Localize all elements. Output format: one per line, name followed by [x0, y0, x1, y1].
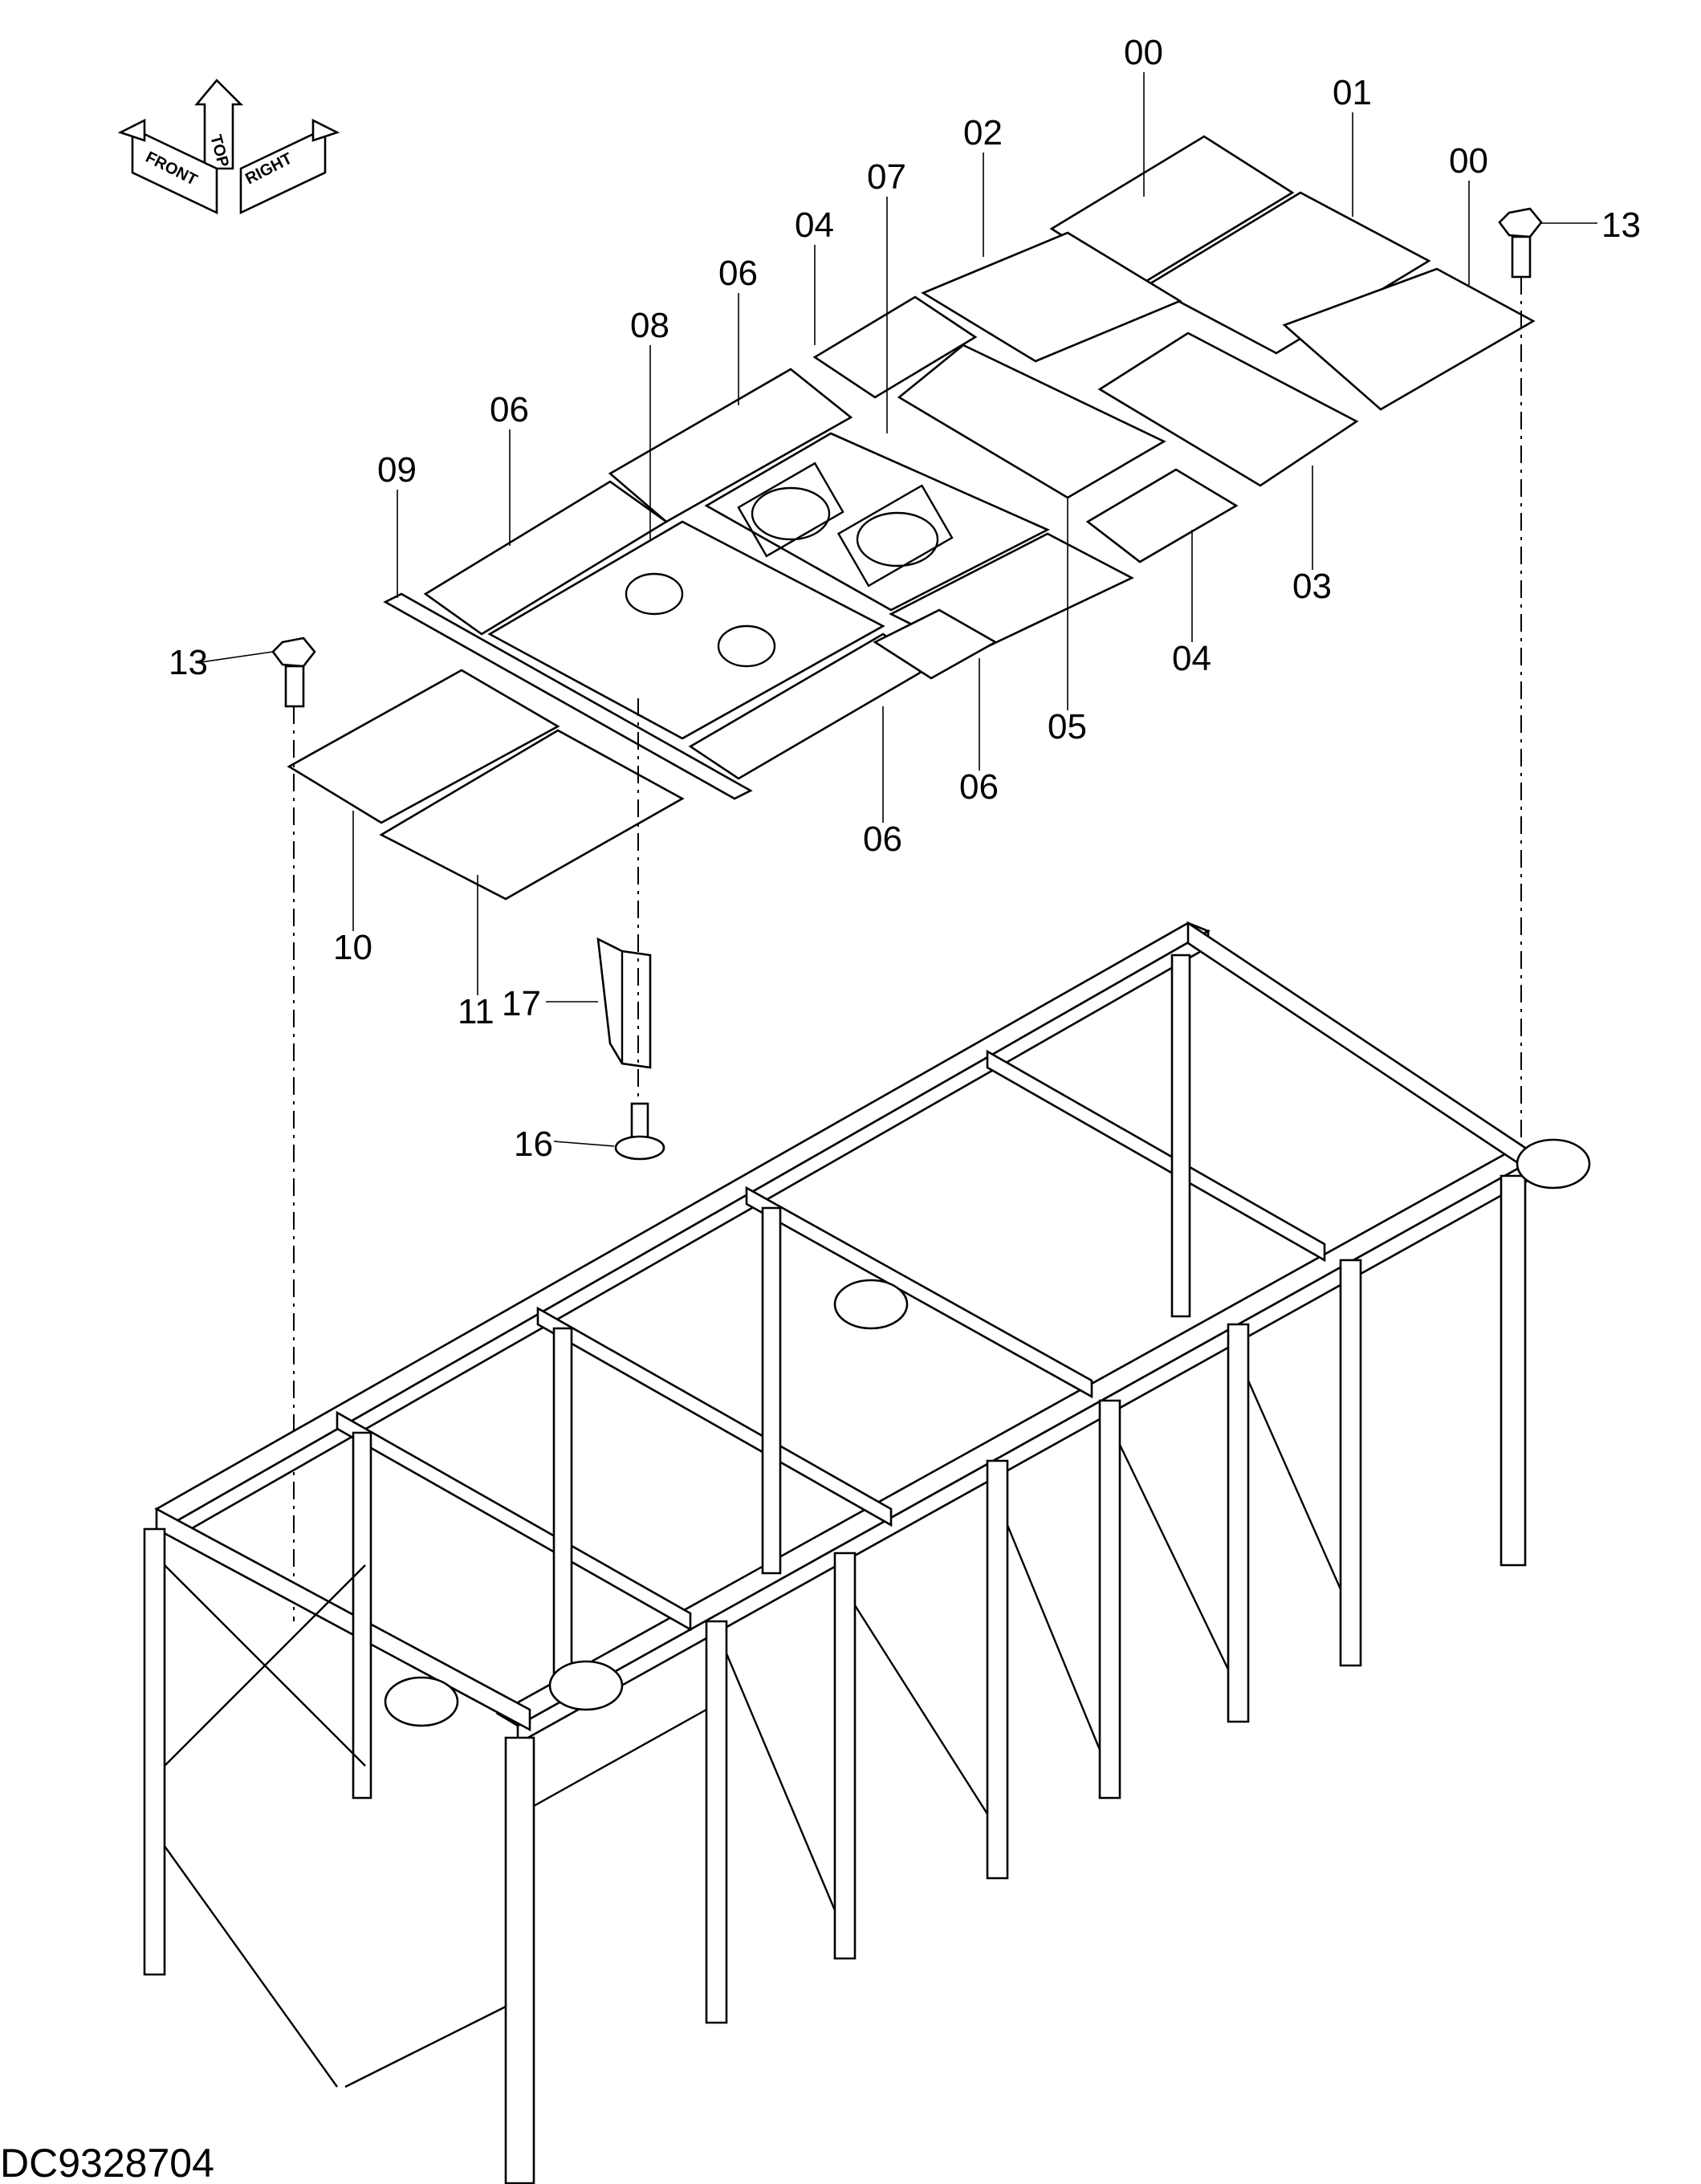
hook-plate-1 [384, 1676, 459, 1727]
label-13-left: 13 [169, 643, 208, 682]
label-08: 08 [630, 306, 669, 345]
label-04-lower: 04 [1172, 639, 1211, 678]
label-06-upper: 06 [718, 254, 758, 293]
panel-06-upper [608, 368, 853, 523]
panel-04-upper [812, 295, 978, 399]
panel-04-lower [1085, 468, 1239, 563]
bolt-16-icon [614, 1102, 665, 1161]
label-11: 11 [458, 992, 494, 1031]
label-06-lower-right: 06 [959, 767, 999, 807]
label-07: 07 [867, 157, 906, 197]
panel-01 [1146, 191, 1431, 355]
drawing-code: DC9328704 [0, 2141, 214, 2184]
label-13-right: 13 [1601, 205, 1641, 245]
label-00-right: 00 [1449, 141, 1488, 181]
panel-10 [287, 669, 560, 824]
label-01: 01 [1333, 73, 1372, 112]
label-10: 10 [333, 928, 372, 967]
panel-03 [1097, 331, 1359, 487]
orientation-compass-icon: TOP FRONT RIGHT [117, 79, 340, 215]
floor-panels [287, 135, 1536, 901]
part-labels: 00 01 00 02 07 04 06 13 08 06 09 03 04 1… [169, 33, 1641, 1164]
hook-plate-3 [833, 1279, 909, 1330]
panel-02 [921, 231, 1182, 363]
panel-05 [897, 344, 1166, 499]
panel-08-main [487, 520, 885, 740]
hook-plate-4 [1516, 1138, 1591, 1190]
panel-09-strip [383, 592, 753, 800]
label-05: 05 [1048, 707, 1087, 746]
panel-11 [379, 729, 685, 901]
label-09: 09 [377, 450, 417, 490]
label-04-upper: 04 [795, 205, 834, 245]
panel-06-lower-right [873, 608, 998, 680]
label-02: 02 [963, 113, 1003, 153]
label-00-top: 00 [1124, 33, 1163, 72]
panel-00-right [1282, 267, 1536, 411]
main-frame [143, 921, 1591, 2184]
bracket-17-icon [596, 698, 652, 1140]
bolt-13-left-icon [271, 636, 316, 1621]
bolt-13-right-icon [1498, 207, 1543, 1172]
label-16: 16 [514, 1125, 553, 1164]
label-03: 03 [1292, 567, 1332, 606]
fasteners [200, 207, 1597, 1621]
label-17: 17 [502, 984, 541, 1023]
label-06-left: 06 [490, 390, 529, 429]
label-06-lower-center: 06 [863, 820, 902, 859]
hook-plate-2 [548, 1660, 624, 1711]
panel-06-left-strip [423, 480, 669, 636]
